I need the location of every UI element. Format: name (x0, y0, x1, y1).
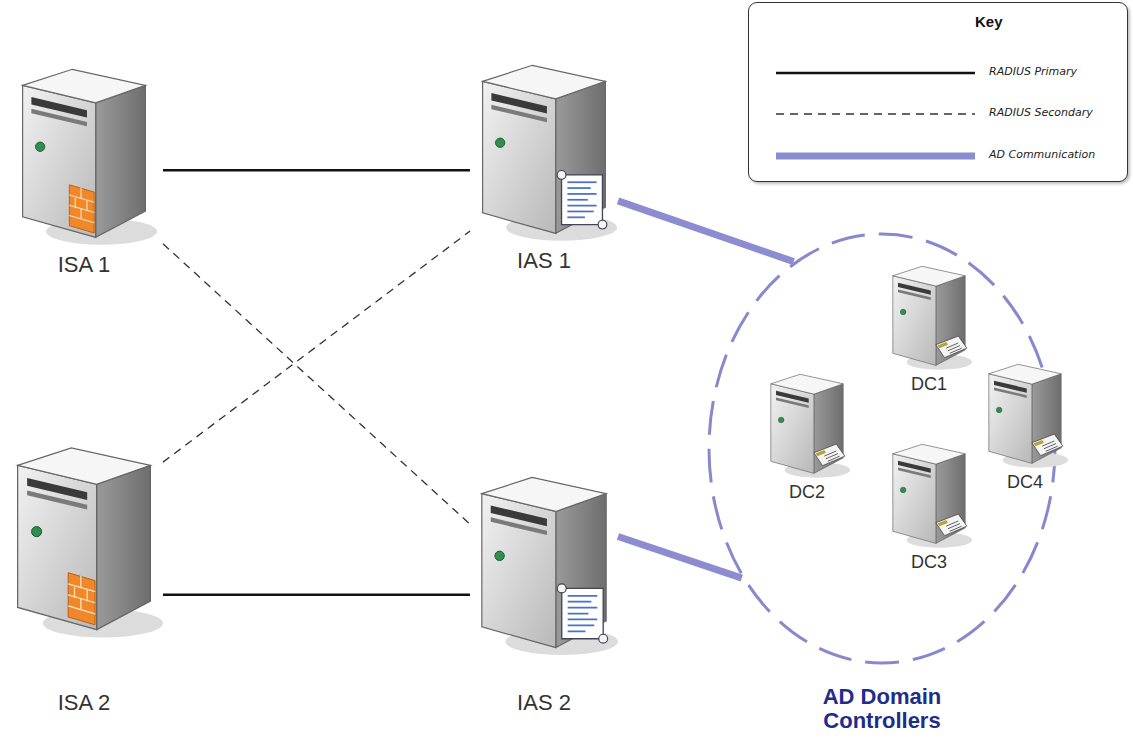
legend-title: Key (975, 13, 1003, 30)
legend-line-sample (775, 146, 977, 166)
ad-link (618, 537, 742, 579)
server-node: DC4 (975, 360, 1075, 494)
legend-line-sample (775, 104, 977, 124)
server-icon (975, 360, 1075, 472)
server-node: IAS 1 (470, 58, 618, 274)
server-label: IAS 1 (470, 248, 618, 274)
server-label: ISA 2 (5, 690, 163, 716)
legend-text: RADIUS Primary (989, 65, 1077, 78)
group-heading: AD Domain Controllers (797, 685, 967, 733)
legend-entry: AD Communication (749, 146, 1125, 166)
radius-link (163, 169, 470, 172)
server-node: IAS 2 (470, 470, 618, 716)
server-icon (875, 440, 983, 552)
radius-link (163, 231, 470, 462)
ad-link (618, 201, 794, 262)
server-node: ISA 2 (5, 440, 163, 716)
server-icon (755, 370, 859, 482)
legend-line-sample (775, 63, 977, 83)
server-icon (470, 470, 618, 690)
server-node: DC3 (875, 440, 983, 574)
domain-region: AD Domain ControllersDC1DC2DC4DC3 (707, 232, 1057, 665)
server-label: DC3 (875, 552, 983, 574)
server-icon (5, 62, 163, 252)
legend-text: AD Communication (989, 148, 1095, 161)
server-icon (875, 262, 983, 374)
server-node: ISA 1 (5, 62, 163, 278)
server-label: DC4 (975, 472, 1075, 494)
server-node: DC2 (755, 370, 859, 504)
legend-box: KeyRADIUS PrimaryRADIUS Secondary AD Comm… (748, 2, 1128, 182)
radius-link (163, 244, 470, 524)
server-label: IAS 2 (470, 690, 618, 716)
server-icon (470, 58, 618, 248)
server-node: DC1 (875, 262, 983, 396)
server-label: DC1 (875, 374, 983, 396)
legend-entry: RADIUS Primary (749, 63, 1125, 83)
server-icon (5, 440, 163, 690)
server-label: ISA 1 (5, 252, 163, 278)
legend-text: RADIUS Secondary (989, 106, 1093, 119)
server-label: DC2 (755, 482, 859, 504)
legend-entry: RADIUS Secondary (749, 104, 1125, 124)
radius-link (163, 594, 470, 597)
